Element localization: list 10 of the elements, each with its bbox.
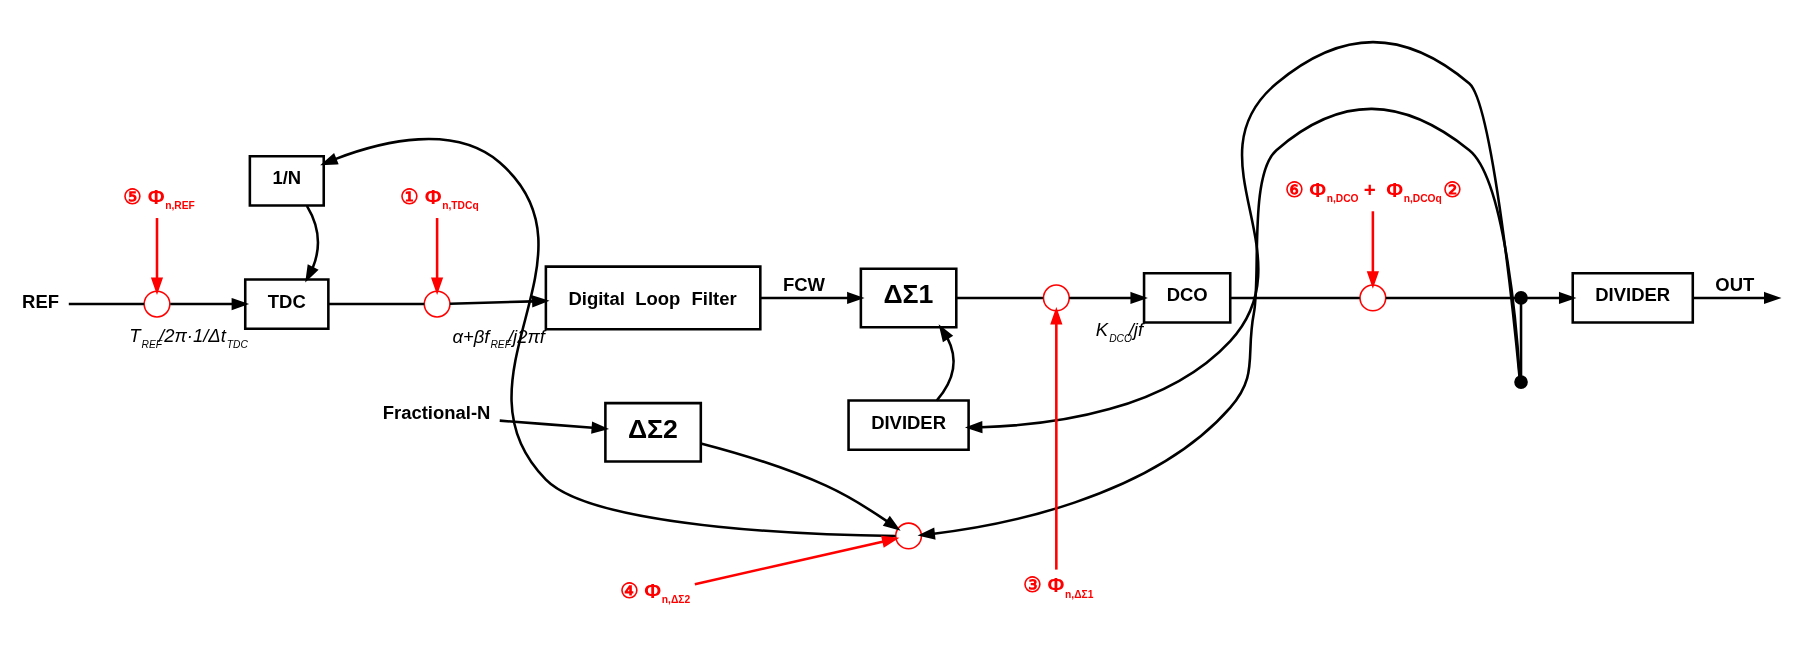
node-text: Fractional-N bbox=[382, 401, 490, 423]
node-text: ③ Φ$_{n,ΔΣ1}$ bbox=[1022, 572, 1093, 600]
node-text: ① Φ$_{n,TDCq}$ bbox=[399, 184, 479, 211]
edge-label: FCW bbox=[782, 273, 825, 295]
node-text: ⑤ Φ$_{n,REF}$ bbox=[122, 184, 195, 211]
node-label: K$_{DCO}$/jf bbox=[1095, 318, 1143, 344]
node-text: ⑥ Φ$_{n,DCO}$ + Φ$_{n,DCOq}$ ② bbox=[1284, 177, 1462, 204]
edge-label: OUT bbox=[1714, 273, 1754, 295]
node-text: ④ Φ$_{n,ΔΣ2}$ bbox=[619, 578, 690, 605]
node-text: REF bbox=[21, 290, 59, 312]
